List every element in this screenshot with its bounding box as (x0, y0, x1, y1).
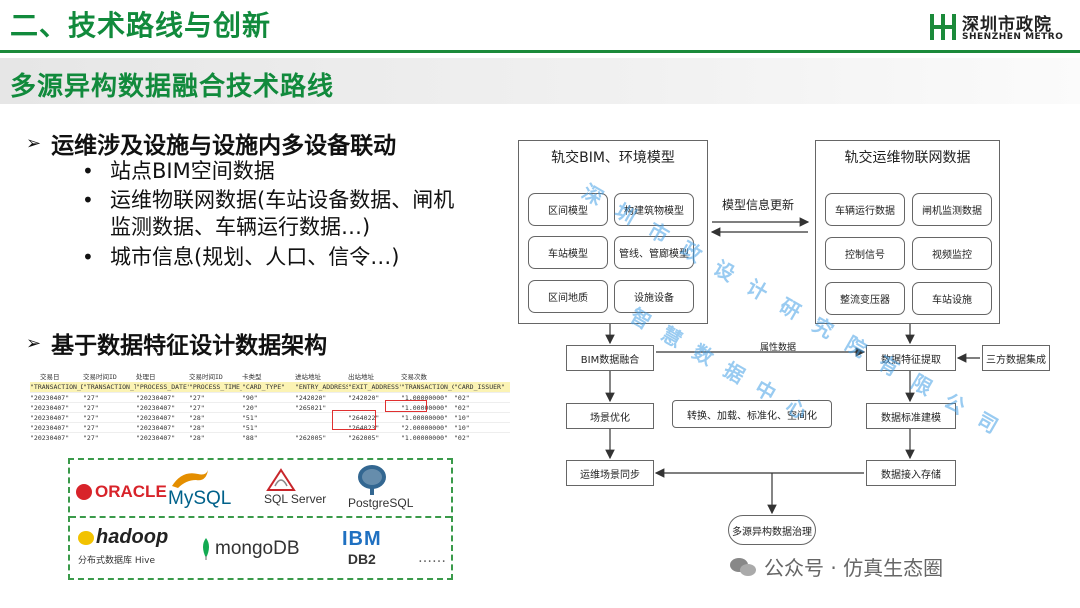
table-row: "20230407""27""20230407""28""88""262005"… (30, 432, 510, 442)
bullet-heading-2-text: 基于数据特征设计数据架构 (51, 333, 328, 359)
metro-logo-icon (930, 14, 956, 40)
bullet-heading-1-text: 运维涉及设施与设施内多设备联动 (51, 133, 397, 159)
diagram-item: 车站设施 (912, 282, 992, 315)
bullet-heading-1: ➢ 运维涉及设施与设施内多设备联动 (26, 126, 396, 160)
bullet-item: •站点BIM空间数据 (82, 159, 275, 183)
diagram-item: 控制信号 (825, 237, 905, 270)
mysql-logo: MySQL (168, 468, 231, 509)
oracle-icon (76, 484, 92, 500)
elephant-icon (358, 465, 386, 495)
model-update-label: 模型信息更新 (722, 198, 795, 212)
dolphin-icon (172, 470, 208, 488)
logo-text-cn: 深圳市政院 (962, 15, 1052, 35)
table-row: "20230407""27""20230407""28""51""264022"… (30, 412, 510, 422)
bim-fusion-node: BIM数据融合 (566, 345, 654, 371)
postgresql-logo: PostgreSQL (348, 462, 413, 510)
section-band (0, 58, 1080, 104)
oracle-logo: ORACLE (76, 482, 167, 502)
standardize-node: 数据标准建模 (866, 403, 956, 429)
table-cn-header: 交易日 交易时间ID 处理日 交易时间ID 卡类型 进站地址 出站地址 交易次数 (40, 373, 427, 381)
highlight-box (385, 400, 427, 412)
header-divider (0, 50, 1080, 53)
database-logos-panel: ORACLE MySQL SQL Server PostgreSQL hadoo… (68, 458, 453, 580)
ibm-db2-logo: IBM DB2 (342, 528, 382, 567)
sqlserver-logo: SQL Server (264, 468, 326, 506)
table-row: "20230407""27""20230407""27""90""242020"… (30, 392, 510, 402)
arrow-bullet-icon: ➢ (26, 132, 42, 154)
elephant-icon (78, 530, 94, 545)
storage-node: 数据接入存储 (866, 460, 956, 486)
governance-node: 多源异构数据治理 (728, 515, 816, 545)
table-row: "20230407""27""20230407""28""51""264023"… (30, 422, 510, 432)
highlight-box (332, 410, 376, 430)
diagram-item: 整流变压器 (825, 282, 905, 315)
more-ellipsis: …… (418, 550, 446, 566)
diagram-item: 设施设备 (614, 280, 694, 313)
hadoop-logo: hadoop 分布式数据库 Hive (78, 526, 169, 566)
table-row: "20230407""27""20230407""27""20""265021"… (30, 402, 510, 412)
logos-divider (70, 516, 451, 518)
diagram-item: 管线、管廊模型 (614, 236, 694, 269)
diagram-item: 区间模型 (528, 193, 608, 226)
transaction-table: 交易日 交易时间ID 处理日 交易时间ID 卡类型 进站地址 出站地址 交易次数… (30, 370, 510, 442)
diagram-item: 视频监控 (912, 237, 992, 270)
diagram-item: 闸机监测数据 (912, 193, 992, 226)
wechat-icon (730, 556, 758, 578)
diagram-item: 车辆运行数据 (825, 193, 905, 226)
scene-opt-node: 场景优化 (566, 403, 654, 429)
scene-sync-node: 运维场景同步 (566, 460, 654, 486)
feature-extract-node: 数据特征提取 (866, 345, 956, 371)
bullet-item: •城市信息(规划、人口、信令…) (82, 245, 400, 269)
diagram-item: 车站模型 (528, 236, 608, 269)
transform-node: 转换、加载、标准化、空间化 (672, 400, 832, 428)
attribute-data-label: 属性数据 (760, 343, 797, 353)
bullet-item: •运维物联网数据(车站设备数据、闸机 (82, 188, 455, 212)
mongodb-logo: mongoDB (200, 538, 300, 560)
bullet-heading-2: ➢ 基于数据特征设计数据架构 (26, 326, 327, 360)
diagram-item: 区间地质 (528, 280, 608, 313)
third-party-node: 三方数据集成 (982, 345, 1050, 371)
table-en-header: "TRANSACTION_DAT "TRANSACTION_TIME_I "PR… (30, 382, 510, 392)
section-title: 多源异构数据融合技术路线 (10, 72, 335, 102)
arrow-bullet-icon: ➢ (26, 332, 42, 354)
bullet-item-cont: 监测数据、车辆运行数据…) (110, 215, 371, 239)
sqlserver-icon (266, 468, 296, 491)
diagram-item: 构建筑物模型 (614, 193, 694, 226)
slide-title: 二、技术路线与创新 (10, 9, 272, 42)
leaf-icon (203, 538, 209, 560)
wechat-account: 公众号 · 仿真生态圈 (730, 552, 943, 581)
logo-text-en: SHENZHEN METRO (962, 32, 1064, 42)
